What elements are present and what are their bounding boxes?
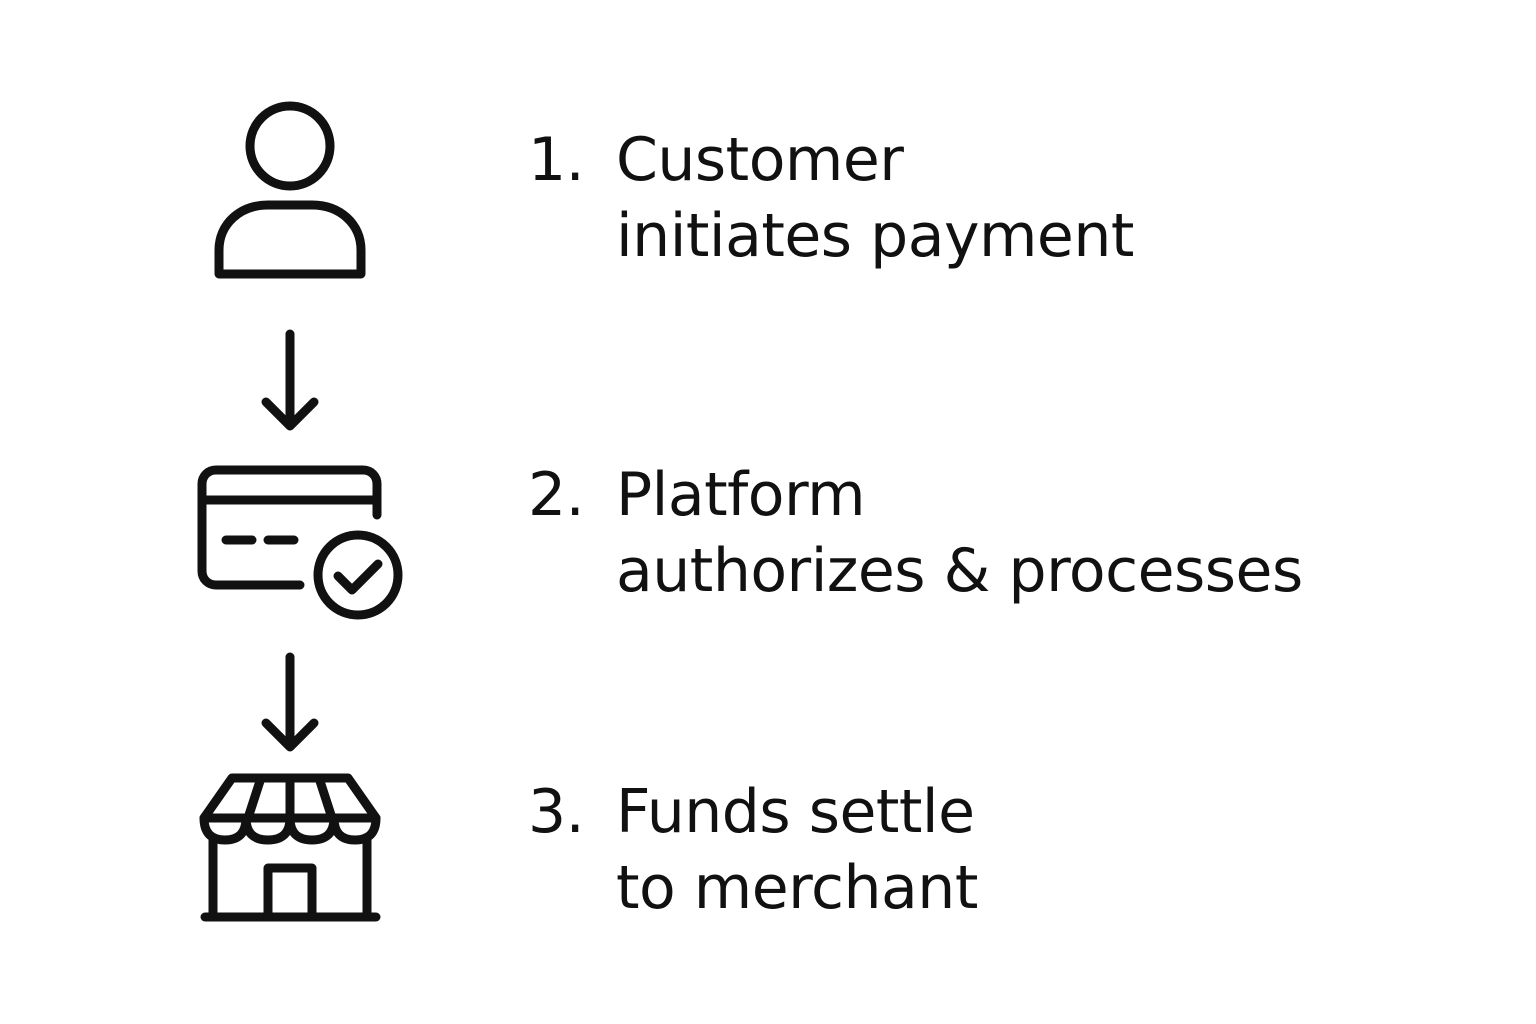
step-number: 2. [528, 460, 585, 530]
step-title: Platform [616, 460, 866, 530]
step-title: Customer [616, 125, 904, 195]
step-number: 1. [528, 125, 585, 195]
step-3: 3. Funds settle to merchant [528, 774, 978, 926]
credit-card-check-icon [197, 465, 403, 620]
step-description: authorizes & processes [616, 536, 1303, 606]
step-description: initiates payment [616, 201, 1134, 271]
step-title: Funds settle [616, 777, 975, 847]
user-icon [214, 101, 366, 279]
arrow-down-icon [261, 652, 319, 752]
arrow-down-icon [261, 329, 319, 431]
step-number: 3. [528, 777, 585, 847]
step-2: 2. Platform authorizes & processes [528, 457, 1303, 609]
storefront-icon [199, 773, 381, 922]
step-description: to merchant [616, 853, 978, 923]
step-1: 1. Customer initiates payment [528, 122, 1134, 274]
